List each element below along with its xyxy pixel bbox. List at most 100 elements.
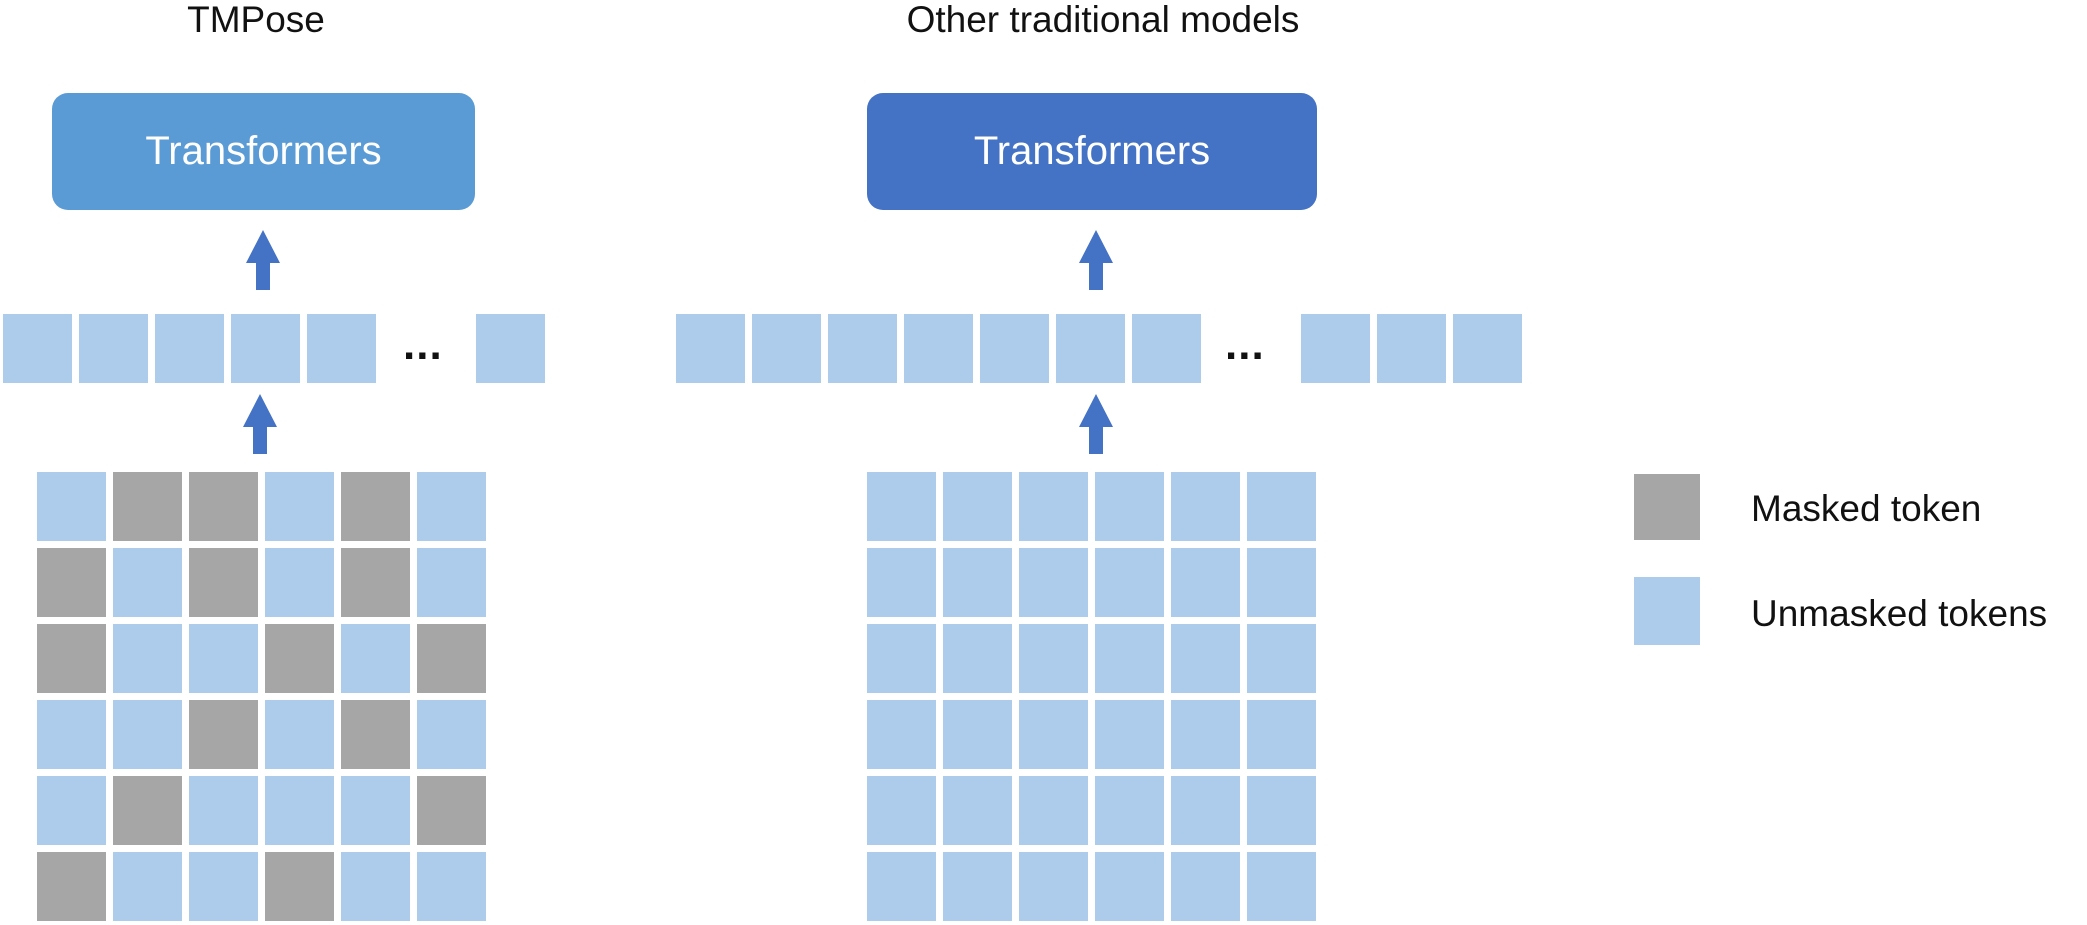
other-sequence-token: [1453, 314, 1522, 383]
tmpose-unmasked-token: [341, 852, 410, 921]
other-unmasked-token: [1171, 548, 1240, 617]
tmpose-unmasked-token: [113, 700, 182, 769]
legend-unmasked-label: Unmasked tokens: [1751, 593, 2048, 634]
other-unmasked-token: [1019, 700, 1088, 769]
tmpose-unmasked-token: [189, 776, 258, 845]
tmpose-unmasked-token: [189, 624, 258, 693]
tmpose-masked-token: [341, 700, 410, 769]
tmpose-unmasked-token: [265, 548, 334, 617]
other-unmasked-token: [867, 624, 936, 693]
other-sequence-token: [752, 314, 821, 383]
tmpose-sequence-token: [476, 314, 545, 383]
other-sequence-token: [1377, 314, 1446, 383]
tmpose-sequence-token: [3, 314, 72, 383]
tmpose-unmasked-token: [341, 776, 410, 845]
other-unmasked-token: [1171, 776, 1240, 845]
other-unmasked-token: [1171, 624, 1240, 693]
other-unmasked-token: [1019, 548, 1088, 617]
other-unmasked-token: [1247, 700, 1316, 769]
tmpose-lower-arrow-icon: [243, 394, 277, 454]
tmpose-unmasked-token: [265, 776, 334, 845]
tmpose-sequence-ellipsis: ...: [403, 320, 443, 369]
other-sequence-token: [1056, 314, 1125, 383]
tmpose-unmasked-token: [113, 548, 182, 617]
other-unmasked-token: [1247, 776, 1316, 845]
tmpose-unmasked-token: [113, 852, 182, 921]
tmpose-sequence-token: [307, 314, 376, 383]
other-unmasked-token: [1247, 548, 1316, 617]
tmpose-unmasked-token: [417, 472, 486, 541]
other-unmasked-token: [1019, 852, 1088, 921]
tmpose-masked-token: [417, 776, 486, 845]
tmpose-unmasked-token: [37, 700, 106, 769]
other-unmasked-token: [1247, 472, 1316, 541]
other-sequence-token: [904, 314, 973, 383]
other-unmasked-token: [1095, 852, 1164, 921]
other-unmasked-token: [1019, 472, 1088, 541]
other-unmasked-token: [1171, 700, 1240, 769]
other-upper-arrow-icon: [1079, 230, 1113, 290]
tmpose-masked-token: [113, 776, 182, 845]
other-unmasked-token: [867, 472, 936, 541]
other-unmasked-token: [1019, 624, 1088, 693]
other-unmasked-token: [1247, 852, 1316, 921]
tmpose-masked-token: [37, 624, 106, 693]
other-sequence-token: [676, 314, 745, 383]
other-transformers-box: Transformers: [867, 93, 1317, 210]
tmpose-unmasked-token: [417, 852, 486, 921]
other-transformers-label: Transformers: [973, 129, 1211, 173]
other-unmasked-token: [1019, 776, 1088, 845]
other-unmasked-token: [1247, 624, 1316, 693]
tmpose-masked-token: [417, 624, 486, 693]
other-unmasked-token: [1171, 472, 1240, 541]
tmpose-unmasked-token: [265, 472, 334, 541]
other-unmasked-token: [1171, 852, 1240, 921]
tmpose-masked-token: [189, 548, 258, 617]
tmpose-masked-token: [113, 472, 182, 541]
other-unmasked-token: [943, 624, 1012, 693]
other-unmasked-token: [867, 776, 936, 845]
other-unmasked-token: [943, 776, 1012, 845]
tmpose-unmasked-token: [37, 776, 106, 845]
other-unmasked-token: [943, 700, 1012, 769]
legend-unmasked-swatch: [1634, 577, 1700, 645]
tmpose-unmasked-token: [37, 472, 106, 541]
tmpose-sequence-token: [231, 314, 300, 383]
legend-masked-swatch: [1634, 474, 1700, 540]
other-sequence-token: [1301, 314, 1370, 383]
tmpose-unmasked-token: [417, 700, 486, 769]
tmpose-masked-token: [341, 472, 410, 541]
other-unmasked-token: [943, 548, 1012, 617]
other-models-title: Other traditional models: [906, 0, 1300, 40]
tmpose-masked-token: [265, 852, 334, 921]
other-unmasked-token: [1095, 776, 1164, 845]
tmpose-transformers-label: Transformers: [145, 129, 382, 173]
tmpose-unmasked-token: [113, 624, 182, 693]
other-unmasked-token: [943, 472, 1012, 541]
other-unmasked-token: [867, 700, 936, 769]
other-unmasked-token: [1095, 548, 1164, 617]
tmpose-sequence-token: [155, 314, 224, 383]
tmpose-masked-token: [341, 548, 410, 617]
tmpose-masked-token: [189, 700, 258, 769]
other-unmasked-token: [943, 852, 1012, 921]
legend-masked-label: Masked token: [1751, 488, 1982, 529]
other-sequence-token: [980, 314, 1049, 383]
other-unmasked-token: [1095, 472, 1164, 541]
other-sequence-ellipsis: ...: [1225, 320, 1265, 369]
tmpose-unmasked-token: [265, 700, 334, 769]
other-unmasked-token: [1095, 624, 1164, 693]
tmpose-masked-token: [37, 548, 106, 617]
other-lower-arrow-icon: [1079, 394, 1113, 454]
tmpose-transformers-box: Transformers: [52, 93, 475, 210]
tmpose-masked-token: [37, 852, 106, 921]
tmpose-masked-token: [265, 624, 334, 693]
other-sequence-token: [1132, 314, 1201, 383]
other-unmasked-token: [1095, 700, 1164, 769]
tmpose-sequence-token: [79, 314, 148, 383]
other-unmasked-token: [867, 548, 936, 617]
tmpose-unmasked-token: [341, 624, 410, 693]
tmpose-unmasked-token: [417, 548, 486, 617]
other-unmasked-token: [867, 852, 936, 921]
